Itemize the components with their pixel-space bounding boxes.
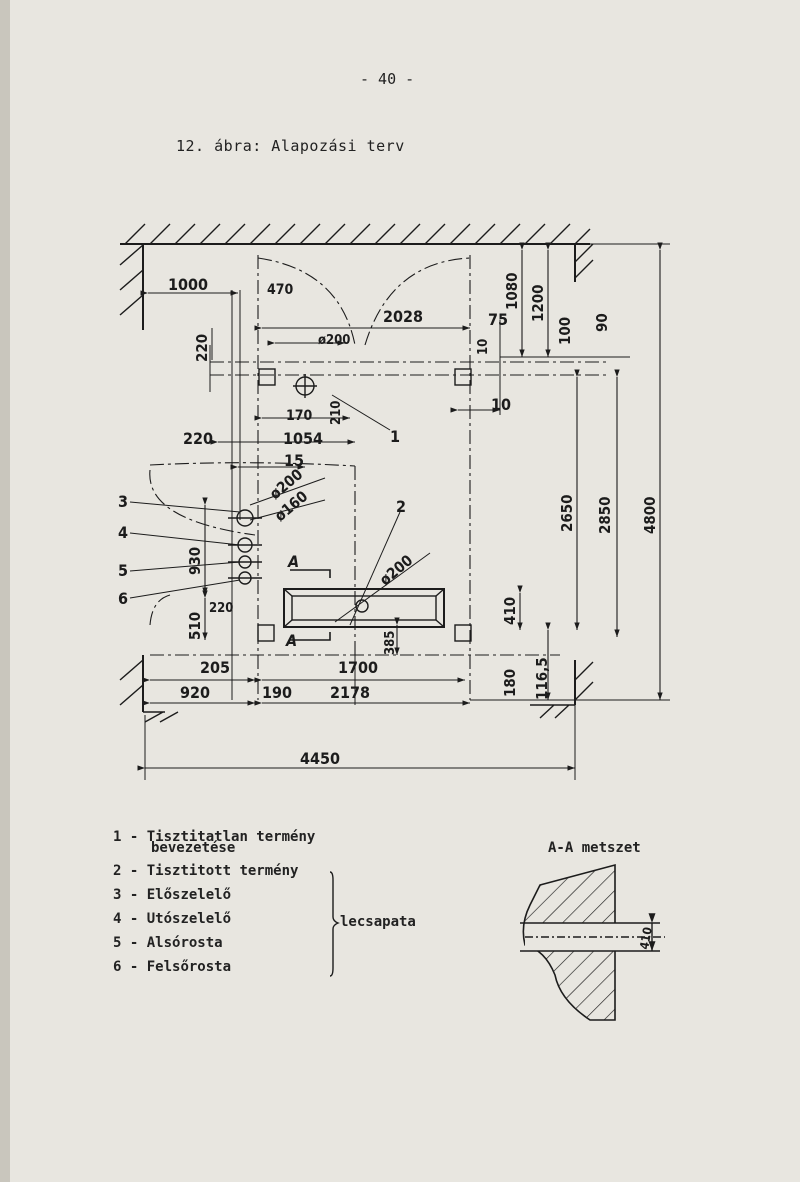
callout-6: 6 — [118, 589, 128, 608]
legend-item-6: 6 - Felsőrosta — [113, 959, 232, 975]
dim-phi200-top: ø200 — [318, 333, 350, 348]
callout-1: 1 — [390, 427, 400, 446]
dim-220-c: 220 — [209, 601, 233, 616]
callout-5: 5 — [118, 561, 128, 580]
legend-item-4: 4 - Utószelelő — [113, 911, 232, 927]
dim-1000: 1000 — [168, 275, 208, 294]
legend-group-label: lecsapata — [340, 914, 416, 930]
dim-510: 510 — [186, 612, 204, 640]
dim-210: 210 — [329, 401, 344, 425]
dim-1054: 1054 — [283, 429, 323, 448]
callout-leaders — [129, 394, 431, 626]
dim-1700: 1700 — [338, 658, 378, 677]
dim-4450: 4450 — [300, 749, 340, 768]
section-mark-a-bottom: A — [285, 631, 297, 650]
dim-116-5: 116,5 — [533, 657, 551, 700]
left-wall-hatch-top — [119, 244, 144, 316]
dim-180: 180 — [501, 669, 519, 697]
left-chute-openings — [228, 509, 262, 585]
dim-470: 470 — [267, 282, 294, 298]
dim-15: 15 — [284, 451, 304, 470]
dim-385: 385 — [383, 631, 398, 655]
legend-item-1: 1 - Tisztitatlan termény — [113, 829, 316, 845]
dim-220-b: 220 — [183, 429, 213, 448]
anchor-bolts — [257, 368, 472, 642]
section-title: A-A metszet — [548, 840, 641, 856]
callout-4: 4 — [118, 523, 128, 542]
dim-2850: 2850 — [596, 496, 614, 534]
dim-190: 190 — [262, 683, 292, 702]
legend: 1 - Tisztitatlan termény bevezetése 2 - … — [113, 825, 315, 979]
dim-75: 75 — [488, 310, 508, 329]
dim-920: 920 — [180, 683, 210, 702]
dim-930: 930 — [186, 547, 204, 575]
callout-2: 2 — [396, 497, 406, 516]
page — [10, 0, 800, 1182]
callout-3: 3 — [118, 492, 128, 511]
left-wall-hatch-bottom — [119, 659, 179, 723]
dim-410: 410 — [501, 597, 519, 625]
dim-205: 205 — [200, 658, 230, 677]
dim-1200: 1200 — [529, 284, 547, 322]
top-wall-hatch — [124, 223, 591, 245]
dim-100: 100 — [556, 317, 574, 345]
section-a-a-detail — [520, 863, 665, 1021]
dim-10-b: 10 — [491, 395, 511, 414]
dim-1080: 1080 — [503, 272, 521, 310]
figure-caption: 12. ábra: Alapozási terv — [176, 137, 405, 155]
dim-4800: 4800 — [641, 496, 659, 534]
dim-phi200-trough: ø200 — [376, 551, 416, 589]
cleaned-grain-trough — [283, 588, 445, 628]
legend-item-2: 2 - Tisztitott termény — [113, 863, 299, 879]
section-dim-410: 410 — [637, 926, 655, 951]
dim-90: 90 — [593, 313, 611, 332]
dim-2028: 2028 — [383, 307, 423, 326]
dim-2178: 2178 — [330, 683, 370, 702]
legend-brace — [329, 871, 340, 977]
dim-2650: 2650 — [558, 494, 576, 532]
legend-item-5: 5 - Alsórosta — [113, 935, 223, 951]
section-mark-a-top: A — [287, 552, 299, 571]
legend-item-1-cont: bevezetése — [151, 840, 236, 856]
dim-10-a: 10 — [476, 339, 491, 355]
legend-item-3: 3 - Előszelelő — [113, 887, 232, 903]
dim-170: 170 — [286, 408, 313, 424]
dim-220-a: 220 — [193, 334, 211, 362]
page-number: - 40 - — [360, 70, 415, 88]
